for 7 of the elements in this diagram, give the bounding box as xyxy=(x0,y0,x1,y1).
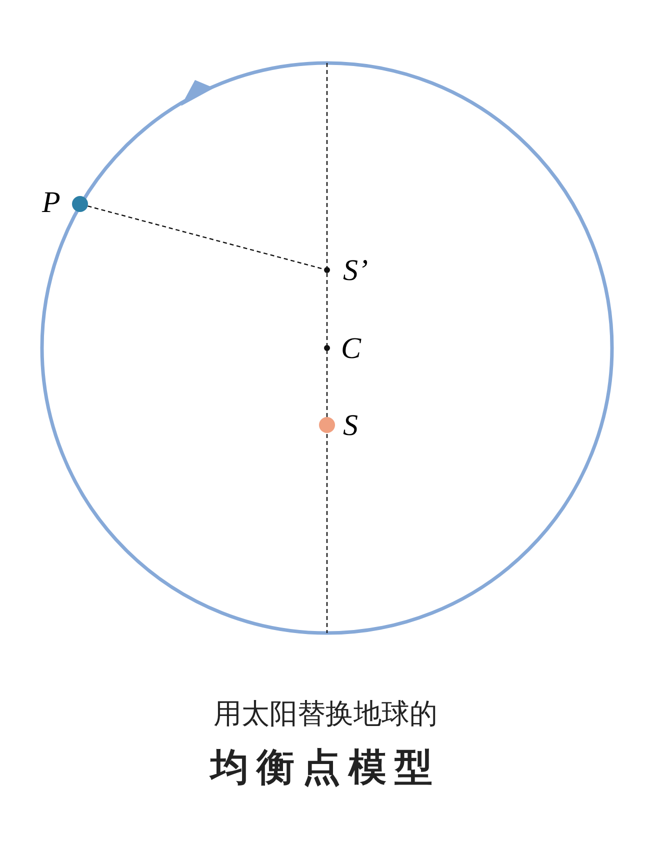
connector-line xyxy=(88,205,324,270)
subtitle-text: 用太阳替换地球的 xyxy=(214,697,438,730)
point-label: C xyxy=(341,334,362,364)
point-label: P xyxy=(42,188,60,218)
point-label: S’ xyxy=(343,256,368,286)
point-label: S xyxy=(343,411,358,441)
title-text: 均衡点模型 xyxy=(210,745,440,789)
